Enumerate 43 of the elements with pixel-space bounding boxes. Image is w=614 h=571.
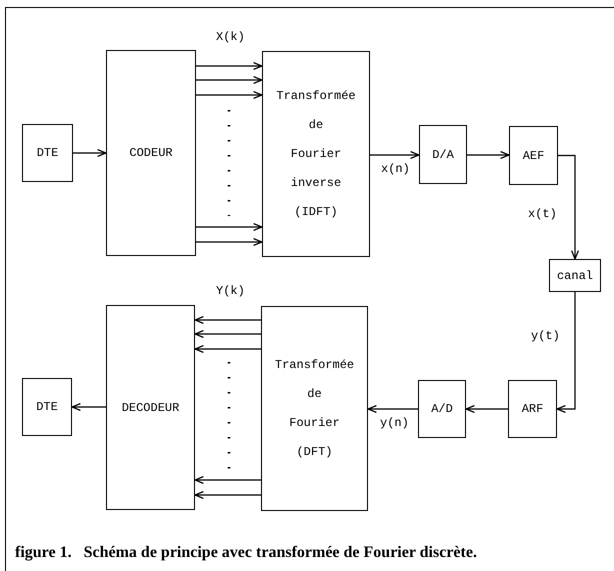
box-label: AEF <box>522 148 544 164</box>
arrow <box>194 491 261 499</box>
arrow <box>196 238 263 246</box>
box-label: DTE <box>36 145 58 162</box>
box-label: ARF <box>522 401 544 418</box>
arrow <box>194 345 261 353</box>
encoder-box <box>106 50 196 256</box>
arrow <box>196 91 263 99</box>
arrow <box>367 405 418 413</box>
arrow <box>194 316 261 324</box>
arrow <box>558 154 579 260</box>
arrow <box>196 62 263 70</box>
box-label: DTE <box>36 399 58 416</box>
box-label: canal <box>556 268 593 284</box>
signal-label: X(k) <box>216 29 245 46</box>
transform-box <box>261 306 368 511</box>
box-label: Transformée de Fourier (DFT) <box>274 356 356 460</box>
arrow <box>467 151 510 159</box>
signal-label: Y(k) <box>216 283 245 300</box>
terminal-box <box>22 124 73 182</box>
box-label: D/A <box>432 146 454 164</box>
figure-caption: figure 1. Schéma de principe avec transformée de Fourier discrète. <box>15 543 477 563</box>
terminal-box <box>22 378 72 436</box>
box-label: DECODEUR <box>122 400 180 416</box>
arrow <box>556 292 576 413</box>
decoder-box <box>106 305 195 510</box>
box-label: Transformée de Fourier inverse (IDFT) <box>275 88 357 220</box>
channel-box <box>549 259 601 292</box>
arrow <box>196 76 263 84</box>
arrow <box>73 149 107 157</box>
arrow <box>71 403 106 411</box>
arrow <box>194 330 261 338</box>
converter-box <box>419 125 467 184</box>
converter-box <box>418 380 466 438</box>
filter-box <box>508 380 557 438</box>
box-label: A/D <box>431 401 453 418</box>
box-label: CODEUR <box>129 145 173 162</box>
filter-box <box>509 126 558 185</box>
transform-box <box>262 51 370 257</box>
arrow <box>196 223 263 231</box>
arrow <box>370 151 420 159</box>
arrow <box>194 476 261 484</box>
arrow <box>465 405 508 413</box>
